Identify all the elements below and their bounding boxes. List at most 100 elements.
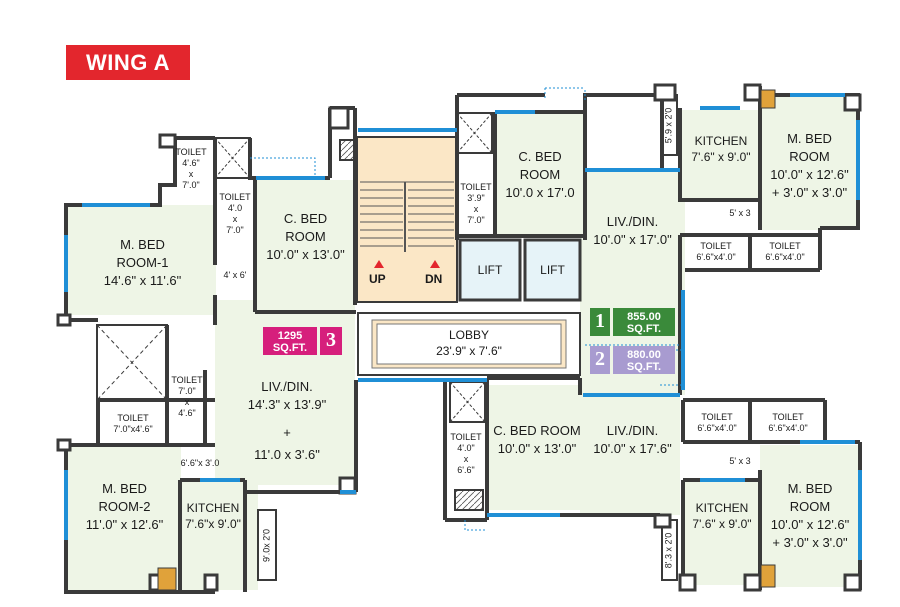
ne-master-bedroom: M. BED ROOM 10'.0" x 12'.6" + 3'.0" x 3'… (762, 130, 857, 202)
room-dim: + 3'.0" x 3'.0" (772, 535, 848, 550)
se-toilet-b: TOILET 6'.6"x4'.0" (752, 412, 824, 434)
lift-2-label: LIFT (540, 263, 565, 277)
room-dim: 7'.6" x 9'.0" (691, 150, 751, 164)
room-name: TOILET (117, 413, 149, 423)
lift-2-shaft (523, 238, 582, 302)
room-dim: 4'.0" (457, 443, 475, 453)
room-dim: 10'.0" x 12'.6" (770, 517, 850, 532)
lobby-name: LOBBY (448, 328, 490, 342)
room-dim: 6'.6"x4'.0" (768, 423, 808, 433)
room-dim: 11'.0 x 3'.6" (254, 447, 320, 462)
west-passage: 4' x 6' (223, 270, 247, 280)
ne-toilet-b: TOILET 6'.6"x4'.0" (752, 241, 818, 263)
room-dim: 7'.0" (178, 386, 196, 396)
se-living-dining: LIV./DIN. 10'.0" x 17'.6" (585, 422, 680, 458)
room-dim: x (184, 397, 190, 407)
room-name: ROOM (285, 229, 326, 244)
room-name: TOILET (175, 147, 207, 157)
room-dim: 7'.6"x 9'.0" (185, 517, 241, 531)
ne-toilet: TOILET 3'.9" x 7'.0" (458, 182, 494, 226)
room-dim: 10'.0" x 17'.6" (593, 441, 672, 456)
door-marker (157, 567, 177, 591)
west-toilet-mid: TOILET 7'.0" x 4'.6" (169, 375, 205, 419)
room-dim: + (283, 425, 291, 440)
room-name: KITCHEN (186, 501, 240, 515)
room-dim: x (473, 204, 479, 214)
ne-balcony: 5'.9 x 2'0 (663, 107, 674, 144)
room-dim: x (188, 169, 194, 179)
wing-title: WING A (66, 45, 190, 80)
flat-3-area-value: 1295 (277, 330, 303, 342)
room-name: C. BED (518, 149, 562, 164)
se-toilet-small: TOILET 4'.0" x 6'.6" (447, 432, 485, 476)
room-name: ROOM-1 (116, 255, 169, 270)
se-master-bedroom: M. BED ROOM 10'.0" x 12'.6" + 3'.0" x 3'… (762, 480, 858, 552)
flat-1-area: 855.00 SQ.FT. (613, 308, 675, 336)
room-dim: 6'.6"x4'.0" (697, 423, 737, 433)
room-dim: 10'.0" x 17'.0" (593, 232, 672, 247)
flat-3-area-unit: SQ.FT. (272, 342, 308, 354)
door-marker (760, 564, 776, 588)
lift-1-label: LIFT (477, 263, 503, 277)
flat-2-area-unit: SQ.FT. (626, 361, 662, 373)
room-dim: 7'.0" (467, 215, 485, 225)
room-name: TOILET (700, 241, 732, 251)
room-dim: 10'.0" x 12'.6" (770, 167, 849, 182)
west-toilet-top: TOILET 4'.6" x 7'.0" (168, 147, 214, 191)
room-dim: 14'.6" x 11'.6" (103, 273, 182, 288)
door-marker (760, 89, 776, 109)
ne-child-bedroom: C. BED ROOM 10'.0 x 17'.0 (497, 148, 583, 202)
west-living-dining: LIV./DIN. 14'.3" x 13'.9" + 11'.0 x 3'.6… (222, 378, 352, 464)
west-child-bedroom: C. BED ROOM 10'.0" x 13'.0" (258, 210, 353, 264)
flat-3-area: 1295 SQ.FT. (263, 327, 317, 355)
room-name: TOILET (460, 182, 492, 192)
room-name: KITCHEN (694, 134, 748, 148)
west-master-bedroom-1: M. BED ROOM-1 14'.6" x 11'.6" (75, 236, 210, 290)
ne-living-dining: LIV./DIN. 10'.0" x 17'.0" (585, 213, 680, 249)
lobby-dim: 23'.9" x 7'.6" (436, 344, 502, 358)
room-name: C. BED ROOM (493, 423, 581, 438)
se-toilet-a: TOILET 6'.6"x4'.0" (685, 412, 749, 434)
se-kitchen: KITCHEN 7'.6" x 9'.0" (685, 500, 759, 532)
room-name: ROOM (789, 499, 831, 514)
room-dim: 4'.0 (227, 203, 243, 213)
ne-passage: 5' x 3 (729, 208, 751, 218)
flat-2-number: 2 (590, 346, 610, 374)
room-dim: x (463, 454, 469, 464)
flat-3-number: 3 (320, 327, 342, 355)
room-dim: 4'.6" (178, 408, 196, 418)
room-dim: 11'.0" x 12'.6" (85, 517, 164, 532)
room-dim: 10'.0" x 13'.0" (266, 247, 345, 262)
room-dim: 7'.0"x4'.6" (113, 424, 153, 434)
room-name: LIV./DIN. (606, 423, 659, 438)
room-name: ROOM (789, 149, 830, 164)
room-name: LIV./DIN. (606, 214, 659, 229)
room-dim: 6'.6"x4'.0" (696, 252, 736, 262)
flat-2-area: 880.00 SQ.FT. (613, 346, 675, 374)
room-dim: + 3'.0" x 3'.0" (771, 185, 848, 200)
room-name: C. BED (283, 211, 328, 226)
room-name: KITCHEN (695, 501, 749, 515)
room-dim: 7'.6" x 9'.0" (692, 517, 752, 531)
se-child-bedroom: C. BED ROOM 10'.0" x 13'.0" (488, 422, 586, 458)
west-kitchen: KITCHEN 7'.6"x 9'.0" (182, 500, 244, 532)
room-name: TOILET (219, 192, 251, 202)
ne-toilet-a: TOILET 6'.6"x4'.0" (683, 241, 749, 263)
room-name: TOILET (769, 241, 801, 251)
room-dim: 10'.0 x 17'.0 (505, 185, 575, 200)
down-arrow-icon (430, 260, 440, 268)
room-name: ROOM (519, 167, 561, 182)
lobby-label: LOBBY 23'.9" x 7'.6" (377, 327, 561, 359)
room-name: M. BED (120, 237, 165, 252)
west-small-dim: 6'.6"x 3'.0 (180, 458, 220, 468)
room-dim: 7'.0" (226, 225, 244, 235)
room-dim: 4'.6" (182, 158, 200, 168)
west-toilet-low: TOILET 7'.0"x4'.6" (100, 413, 166, 435)
up-arrow-icon (374, 260, 384, 268)
floor-tints (66, 95, 860, 590)
windows (64, 93, 862, 560)
balcony-rails (250, 87, 683, 531)
room-dim: 14'.3" x 13'.9" (247, 397, 327, 412)
